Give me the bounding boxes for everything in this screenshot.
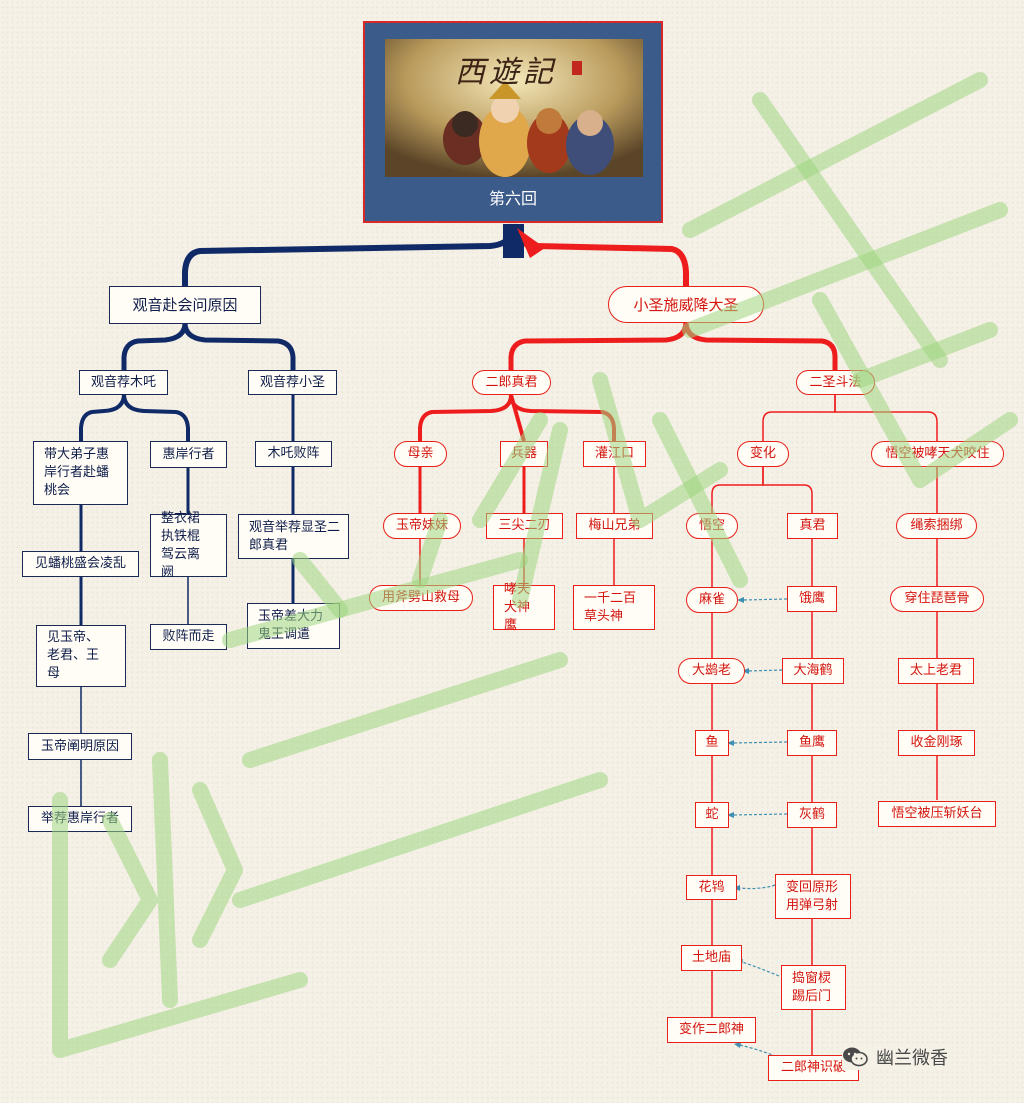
node-c3-1: 梅山兄弟 [576,513,653,539]
zj-item: 鱼鹰 [787,730,837,756]
wk-item: 大鹚老 [678,658,745,684]
node-b3: 玉帝差大力鬼王调遣 [247,603,340,649]
node-c3-2: 一千二百草头神 [573,585,655,630]
node-c1-1: 玉帝妹妹 [383,513,461,539]
wk-item: 麻雀 [686,587,738,613]
wk-item: 土地庙 [681,945,742,971]
left-main-node: 观音赴会问原因 [109,286,261,324]
wk-item: 蛇 [695,802,729,828]
right-main-node: 小圣施威降大圣 [608,286,764,323]
zj-item: 大海鹤 [782,658,844,684]
node-weapon: 兵器 [500,441,548,467]
d2-item: 绳索捆绑 [896,513,977,539]
node-a1-1: 见蟠桃盛会凌乱 [22,551,139,577]
d2-item: 穿住琵琶骨 [890,586,984,612]
d2-item: 收金刚琢 [898,730,975,756]
zj-item: 灰鹤 [787,802,837,828]
d2-item: 悟空被压斩妖台 [878,801,996,827]
zj-item: 捣窗棂踢后门 [781,965,846,1010]
node-b1: 木吒败阵 [255,441,332,467]
zj-item: 变回原形用弹弓射 [775,874,851,919]
poster-seal [572,61,582,75]
node-wukong: 悟空 [686,513,738,539]
node-a1: 带大弟子惠岸行者赴蟠桃会 [33,441,128,505]
node-mother: 母亲 [394,441,447,467]
node-a1-3: 玉帝阐明原因 [28,733,132,760]
node-c2-2: 哮天犬神鹰 [493,585,555,630]
d2-item: 太上老君 [898,658,974,684]
account-name: 幽兰微香 [876,1044,948,1070]
node-guanyin-recommends-xiaosheng: 观音荐小圣 [248,370,337,395]
node-guanyin-recommends-muzha: 观音荐木吒 [79,370,168,395]
root-title: 第六回 [365,185,661,209]
node-zhenjun: 真君 [787,513,838,539]
node-d2: 悟空被哮天犬咬住 [871,441,1004,467]
wk-item: 花鸨 [686,875,737,900]
node-a2-2: 败阵而走 [150,624,227,650]
zj-item: 饿鹰 [787,586,837,612]
node-erlang-zhenjun: 二郎真君 [472,370,551,395]
wk-item: 鱼 [695,730,729,756]
node-a1-2: 见玉帝、老君、王母 [36,625,126,687]
node-transformation: 变化 [737,441,789,467]
node-guanjiangkou: 灌江口 [583,441,646,467]
node-a1-4: 举荐惠岸行者 [28,806,132,832]
root-node: 西遊記 第六回 [363,21,663,223]
node-a2-1: 整衣裙执铁棍驾云离阙 [150,514,227,577]
wechat-account-badge: 幽兰微香 [842,1044,948,1070]
poster-logo: 西遊記 [455,47,557,91]
node-a2: 惠岸行者 [150,441,227,468]
node-two-saints-battle: 二圣斗法 [796,370,875,395]
node-b2: 观音举荐显圣二郎真君 [238,514,349,559]
journey-to-the-west-poster: 西遊記 [385,39,643,177]
wk-item: 变作二郎神 [667,1017,756,1043]
node-c1-2: 用斧劈山救母 [369,585,473,611]
wechat-icon [842,1046,868,1068]
node-c2-1: 三尖二刃 [486,513,563,539]
